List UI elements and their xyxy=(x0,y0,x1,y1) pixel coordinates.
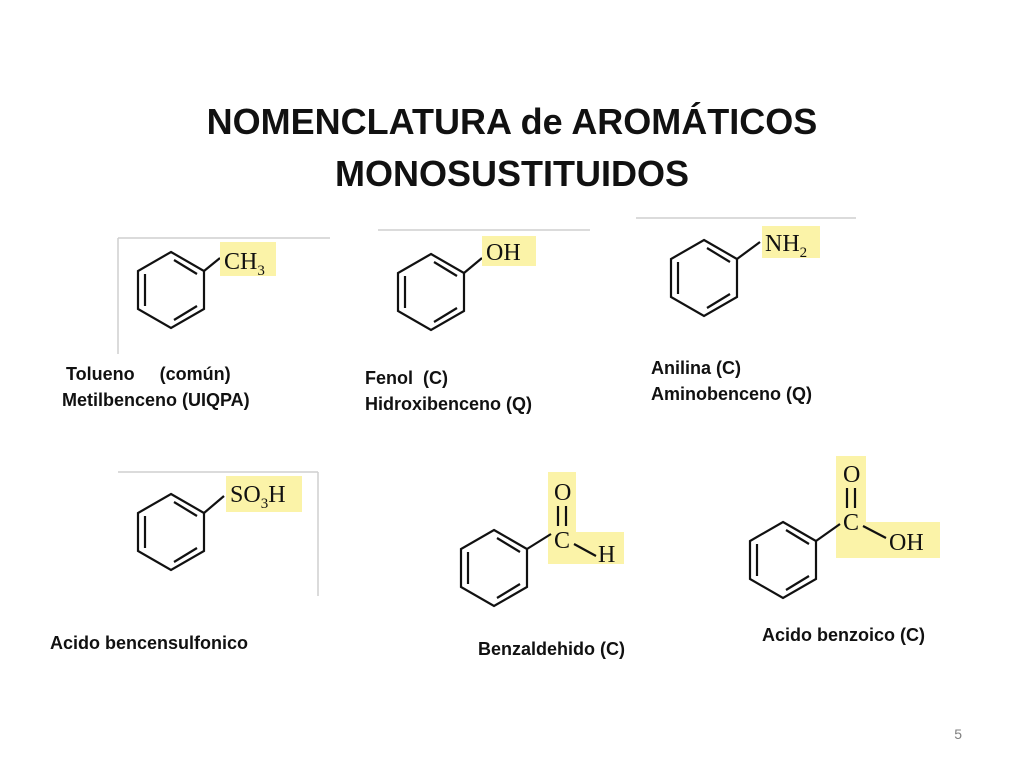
benzene-ring xyxy=(136,492,206,572)
c-h-bond xyxy=(573,543,597,557)
toluene-label: Tolueno (común) Metilbenceno (UIQPA) xyxy=(62,361,250,413)
benzene-ring xyxy=(396,252,466,332)
phenol-common-name: Fenol (C) xyxy=(365,368,448,388)
amino-group: NH2 xyxy=(765,231,807,261)
aniline-structure: NH2 xyxy=(634,216,860,326)
substituent-bond xyxy=(463,257,483,274)
methyl-group: CH3 xyxy=(224,249,265,279)
phenol-systematic-name: Hidroxibenceno (Q) xyxy=(365,394,533,414)
toluene-svg: CH3 xyxy=(117,237,330,354)
aniline-svg: NH2 xyxy=(636,217,856,318)
title-line-2: MONOSUSTITUIDOS xyxy=(334,153,689,194)
benzaldehyde-structure: O C H xyxy=(450,468,630,616)
aniline-common-name: Anilina (C) xyxy=(651,358,741,378)
benzoic-acid-name: Acido benzoico (C) xyxy=(762,625,925,645)
benzoic-acid-label: Acido benzoico (C) xyxy=(762,622,925,648)
sulfonic-acid-group: SO3H xyxy=(230,482,286,512)
substituent-bond xyxy=(736,241,761,260)
benzene-ring xyxy=(136,250,206,330)
benzaldehyde-name: Benzaldehido (C) xyxy=(478,639,625,659)
aniline-systematic-name: Aminobenceno (Q) xyxy=(651,384,812,404)
ring-carbon-bond xyxy=(815,523,841,542)
phenol-label: Fenol (C) Hidroxibenceno (Q) xyxy=(365,365,532,417)
benzaldehyde-svg: O C H xyxy=(459,472,624,608)
benzene-ring xyxy=(669,238,739,318)
hydrogen-atom: H xyxy=(598,542,615,568)
group-highlight xyxy=(482,236,536,266)
toluene-common-name: Tolueno (común) xyxy=(66,364,231,384)
aldehyde-highlight xyxy=(548,532,624,564)
phenol-svg: OH xyxy=(378,229,590,332)
carboxyl-highlight xyxy=(836,522,940,558)
slide-title: NOMENCLATURA de AROMÁTICOS MONOSUSTITUID… xyxy=(0,96,1024,200)
benzene-ring xyxy=(459,528,529,608)
benzoic-acid-structure: O C OH xyxy=(736,446,946,600)
carbonyl-oxygen-atom: O xyxy=(843,462,860,488)
carbon-atom: C xyxy=(554,528,570,554)
benzenesulfonic-acid-label: Acido bencensulfonico xyxy=(50,630,248,656)
hydroxyl-group: OH xyxy=(486,240,521,266)
c-oh-bond xyxy=(862,525,887,539)
carbon-atom: C xyxy=(843,510,859,536)
benzenesulfonic-acid-svg: SO3H xyxy=(118,471,319,596)
ring-carbon-bond xyxy=(526,533,552,550)
oxygen-atom: O xyxy=(554,480,571,506)
benzoic-acid-svg: O C OH xyxy=(748,456,940,600)
group-highlight xyxy=(220,242,276,276)
page-number: 5 xyxy=(954,726,962,742)
benzenesulfonic-acid-name: Acido bencensulfonico xyxy=(50,633,249,653)
benzenesulfonic-acid-structure: SO3H xyxy=(116,470,322,598)
hydroxyl-group: OH xyxy=(889,530,924,556)
group-highlight xyxy=(226,476,302,512)
phenol-structure: OH xyxy=(376,228,594,340)
toluene-structure: CH3 xyxy=(116,236,332,356)
title-line-1: NOMENCLATURA de AROMÁTICOS xyxy=(206,101,818,142)
aniline-label: Anilina (C) Aminobenceno (Q) xyxy=(651,355,812,407)
substituent-bond xyxy=(203,257,221,272)
group-highlight xyxy=(762,226,820,258)
toluene-iupac-name: Metilbenceno (UIQPA) xyxy=(62,390,250,410)
substituent-bond xyxy=(203,495,225,514)
benzene-ring xyxy=(748,520,818,600)
benzaldehyde-label: Benzaldehido (C) xyxy=(478,636,625,662)
